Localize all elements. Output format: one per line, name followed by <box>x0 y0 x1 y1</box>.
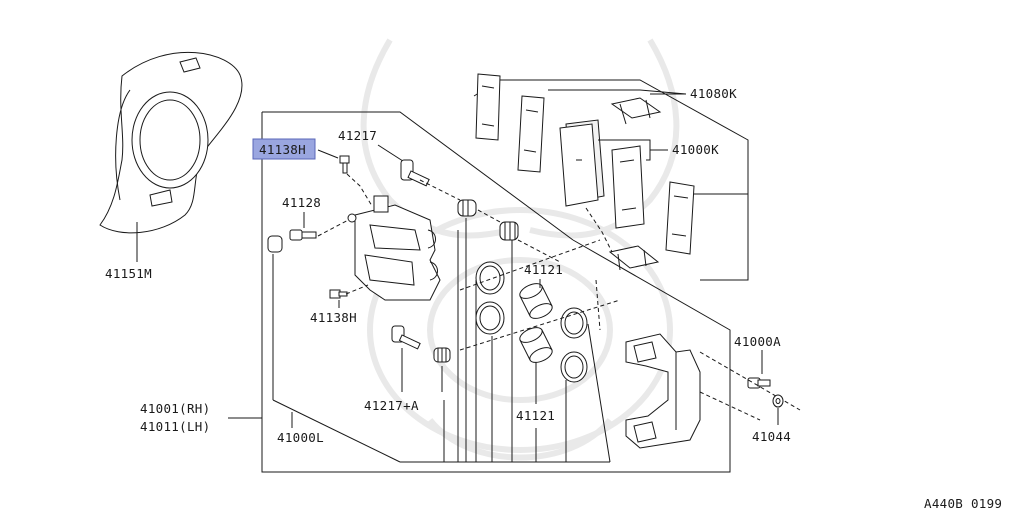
piston-seal-right-top[interactable] <box>560 307 588 339</box>
bleeder-cap[interactable] <box>267 235 283 253</box>
label-41001-rh: 41001(RH) <box>140 401 210 416</box>
label-41138H-mid: 41138H <box>310 310 357 325</box>
label-41011-lh: 41011(LH) <box>140 419 210 434</box>
bleeder-bolt-mid[interactable] <box>329 289 348 299</box>
pin-boot-top-right[interactable] <box>499 221 519 241</box>
label-41151M: 41151M <box>105 266 152 281</box>
bracket-bolt-41000A[interactable] <box>747 377 771 389</box>
piston-seal-right-bottom[interactable] <box>560 351 588 383</box>
label-41138H-top[interactable]: 41138H <box>259 142 306 157</box>
caliper-bracket[interactable] <box>625 333 701 449</box>
guide-pin-lower[interactable] <box>391 325 421 350</box>
label-41121-bottom: 41121 <box>516 408 555 423</box>
label-highlight <box>252 138 316 160</box>
label-41000A: 41000A <box>734 334 781 349</box>
diagram-code: A440B 0199 <box>924 496 1002 510</box>
pin-boot-top-left[interactable] <box>457 199 477 217</box>
watermark-logo <box>360 38 680 461</box>
washer-41044[interactable] <box>772 394 784 408</box>
piston-seal-left-top[interactable] <box>475 261 505 295</box>
brake-pad-front[interactable] <box>559 119 605 207</box>
label-41217: 41217 <box>338 128 377 143</box>
pad-shim-outer[interactable] <box>665 181 695 255</box>
brake-pad-rear[interactable] <box>611 145 645 229</box>
label-41121-top: 41121 <box>524 262 563 277</box>
dust-shield[interactable] <box>99 51 243 262</box>
pin-boot-lower[interactable] <box>433 347 451 363</box>
label-41000K: 41000K <box>672 142 719 157</box>
label-41217A: 41217+A <box>364 398 419 413</box>
assembly-frame <box>261 112 731 473</box>
label-41080K: 41080K <box>690 86 737 101</box>
label-41044: 41044 <box>752 429 791 444</box>
piston-seal-left-bottom[interactable] <box>475 301 505 335</box>
label-41000L: 41000L <box>277 430 324 445</box>
caliper-body[interactable] <box>347 195 441 301</box>
guide-pin-41217[interactable] <box>400 159 430 187</box>
pad-clip-top[interactable] <box>610 97 662 125</box>
bleeder-bolt-top[interactable] <box>339 155 350 174</box>
piston-top[interactable] <box>518 280 555 321</box>
pad-shim-2[interactable] <box>517 95 545 173</box>
bleeder-screw-41128[interactable] <box>289 229 317 241</box>
label-41128: 41128 <box>282 195 321 210</box>
piston-bottom[interactable] <box>518 324 555 365</box>
pad-clip-bottom[interactable] <box>608 245 660 271</box>
pad-shim-1[interactable] <box>475 73 501 141</box>
